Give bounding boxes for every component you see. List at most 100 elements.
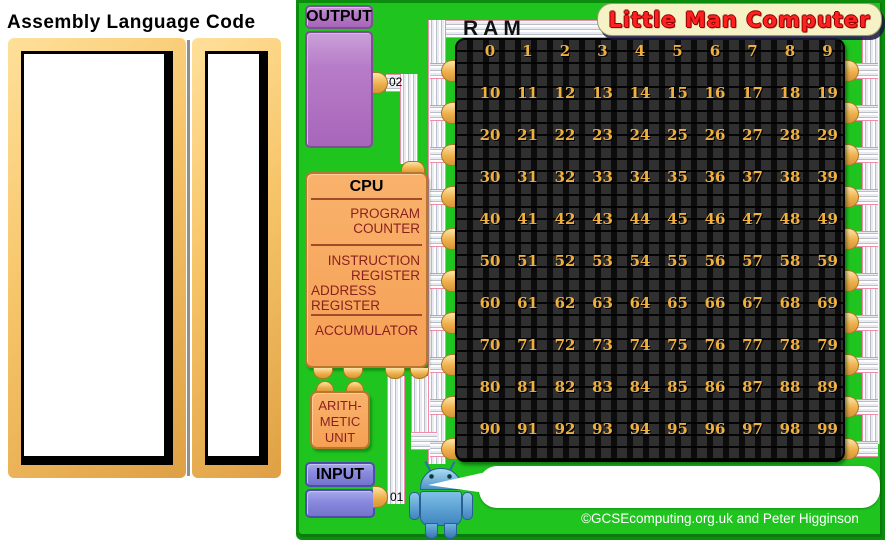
ram-cell[interactable]: 46 [704,210,726,228]
address-register-label[interactable]: ADDRESS REGISTER [311,283,381,313]
ram-cell[interactable]: 11 [517,84,538,102]
ram-cell[interactable]: 13 [592,84,613,102]
ram-cell[interactable]: 35 [667,168,688,186]
ram-cell[interactable]: 84 [629,378,651,396]
ram-cell[interactable]: 93 [592,420,613,438]
ram-cell[interactable]: 44 [629,210,651,228]
ram-cell[interactable]: 75 [667,336,688,354]
ram-cell[interactable]: 63 [592,294,613,312]
ram-cell[interactable]: 38 [779,168,801,186]
ram-cell[interactable]: 33 [592,168,613,186]
instruction-register-label[interactable]: INSTRUCTION REGISTER [327,253,420,283]
ram-cell[interactable]: 66 [704,294,726,312]
ram-cell[interactable]: 22 [554,126,576,144]
ram-cell[interactable]: 73 [592,336,613,354]
ram-cell[interactable]: 10 [479,84,501,102]
ram-cell[interactable]: 18 [779,84,801,102]
ram-cell[interactable]: 64 [629,294,651,312]
ram-cell[interactable]: 28 [779,126,801,144]
ram-cell[interactable]: 89 [817,378,838,396]
ram-cell[interactable]: 90 [479,420,501,438]
ram-cell[interactable]: 78 [779,336,801,354]
ram-cell[interactable]: 55 [667,252,688,270]
ram-cell[interactable]: 24 [629,126,651,144]
ram-cell[interactable]: 98 [779,420,801,438]
ram-cell[interactable]: 16 [704,84,726,102]
ram-cell[interactable]: 32 [554,168,576,186]
ram-cell[interactable]: 86 [704,378,726,396]
input-field[interactable] [305,489,375,518]
ram-cell[interactable]: 68 [779,294,801,312]
ram-cell[interactable]: 26 [704,126,726,144]
ram-cell[interactable]: 57 [742,252,763,270]
ram-cell[interactable]: 85 [667,378,688,396]
ram-cell[interactable]: 88 [779,378,801,396]
ram-cell[interactable]: 45 [667,210,688,228]
ram-cell[interactable]: 49 [817,210,838,228]
ram-cell[interactable]: 40 [479,210,501,228]
machine-code-column[interactable] [205,51,268,465]
ram-cell[interactable]: 9 [822,42,833,60]
ram-cell[interactable]: 20 [479,126,501,144]
ram-cell[interactable]: 36 [704,168,726,186]
ram-cell[interactable]: 1 [522,42,533,60]
assembly-code-editor[interactable] [21,51,173,465]
ram-cell[interactable]: 82 [554,378,576,396]
ram-cell[interactable]: 69 [817,294,838,312]
ram-cell[interactable]: 25 [667,126,688,144]
ram-cell[interactable]: 95 [667,420,688,438]
ram-cell[interactable]: 27 [742,126,763,144]
ram-cell[interactable]: 30 [479,168,501,186]
ram-cell[interactable]: 81 [517,378,538,396]
panel-splitter[interactable] [187,40,190,476]
ram-cell[interactable]: 91 [517,420,538,438]
ram-cell[interactable]: 7 [747,42,758,60]
ram-cell[interactable]: 54 [629,252,651,270]
ram-cell[interactable]: 74 [629,336,651,354]
ram-cell[interactable]: 3 [597,42,608,60]
ram-cell[interactable]: 56 [704,252,726,270]
ram-cell[interactable]: 72 [554,336,576,354]
ram-cell[interactable]: 71 [517,336,538,354]
ram-cell[interactable]: 8 [784,42,796,60]
ram-cell[interactable]: 96 [704,420,726,438]
ram-cell[interactable]: 0 [484,42,496,60]
ram-cell[interactable]: 43 [592,210,613,228]
ram-cell[interactable]: 94 [629,420,651,438]
ram-cell[interactable]: 23 [592,126,613,144]
ram-cell[interactable]: 79 [817,336,838,354]
ram-cell[interactable]: 6 [709,42,721,60]
ram-cell[interactable]: 37 [742,168,763,186]
ram-cell[interactable]: 92 [554,420,576,438]
ram-cell[interactable]: 65 [667,294,688,312]
ram-cell[interactable]: 48 [779,210,801,228]
ram-cell[interactable]: 99 [817,420,838,438]
accumulator-label[interactable]: ACCUMULATOR [314,323,418,338]
ram-cell[interactable]: 77 [742,336,763,354]
ram-cell[interactable]: 83 [592,378,613,396]
little-man-robot[interactable] [408,460,478,539]
ram-cell[interactable]: 4 [634,42,646,60]
ram-cell[interactable]: 34 [629,168,651,186]
ram-cell[interactable]: 80 [479,378,501,396]
ram-cell[interactable]: 39 [817,168,838,186]
ram-cell[interactable]: 15 [667,84,688,102]
ram-cell[interactable]: 58 [779,252,801,270]
ram-cell[interactable]: 29 [817,126,838,144]
ram-cell[interactable]: 21 [517,126,538,144]
ram-cell[interactable]: 87 [742,378,763,396]
ram-cell[interactable]: 12 [554,84,576,102]
ram-cell[interactable]: 59 [817,252,838,270]
ram-cell[interactable]: 61 [517,294,538,312]
ram-cell[interactable]: 51 [517,252,538,270]
ram-cell[interactable]: 42 [554,210,576,228]
ram-cell[interactable]: 19 [817,84,838,102]
ram-cell[interactable]: 53 [592,252,613,270]
ram-cell[interactable]: 5 [672,42,683,60]
ram-cell[interactable]: 47 [742,210,763,228]
ram-cell[interactable]: 31 [517,168,538,186]
ram-cell[interactable]: 52 [554,252,576,270]
ram-cell[interactable]: 70 [479,336,501,354]
ram-cell[interactable]: 50 [479,252,501,270]
ram-cell[interactable]: 67 [742,294,763,312]
